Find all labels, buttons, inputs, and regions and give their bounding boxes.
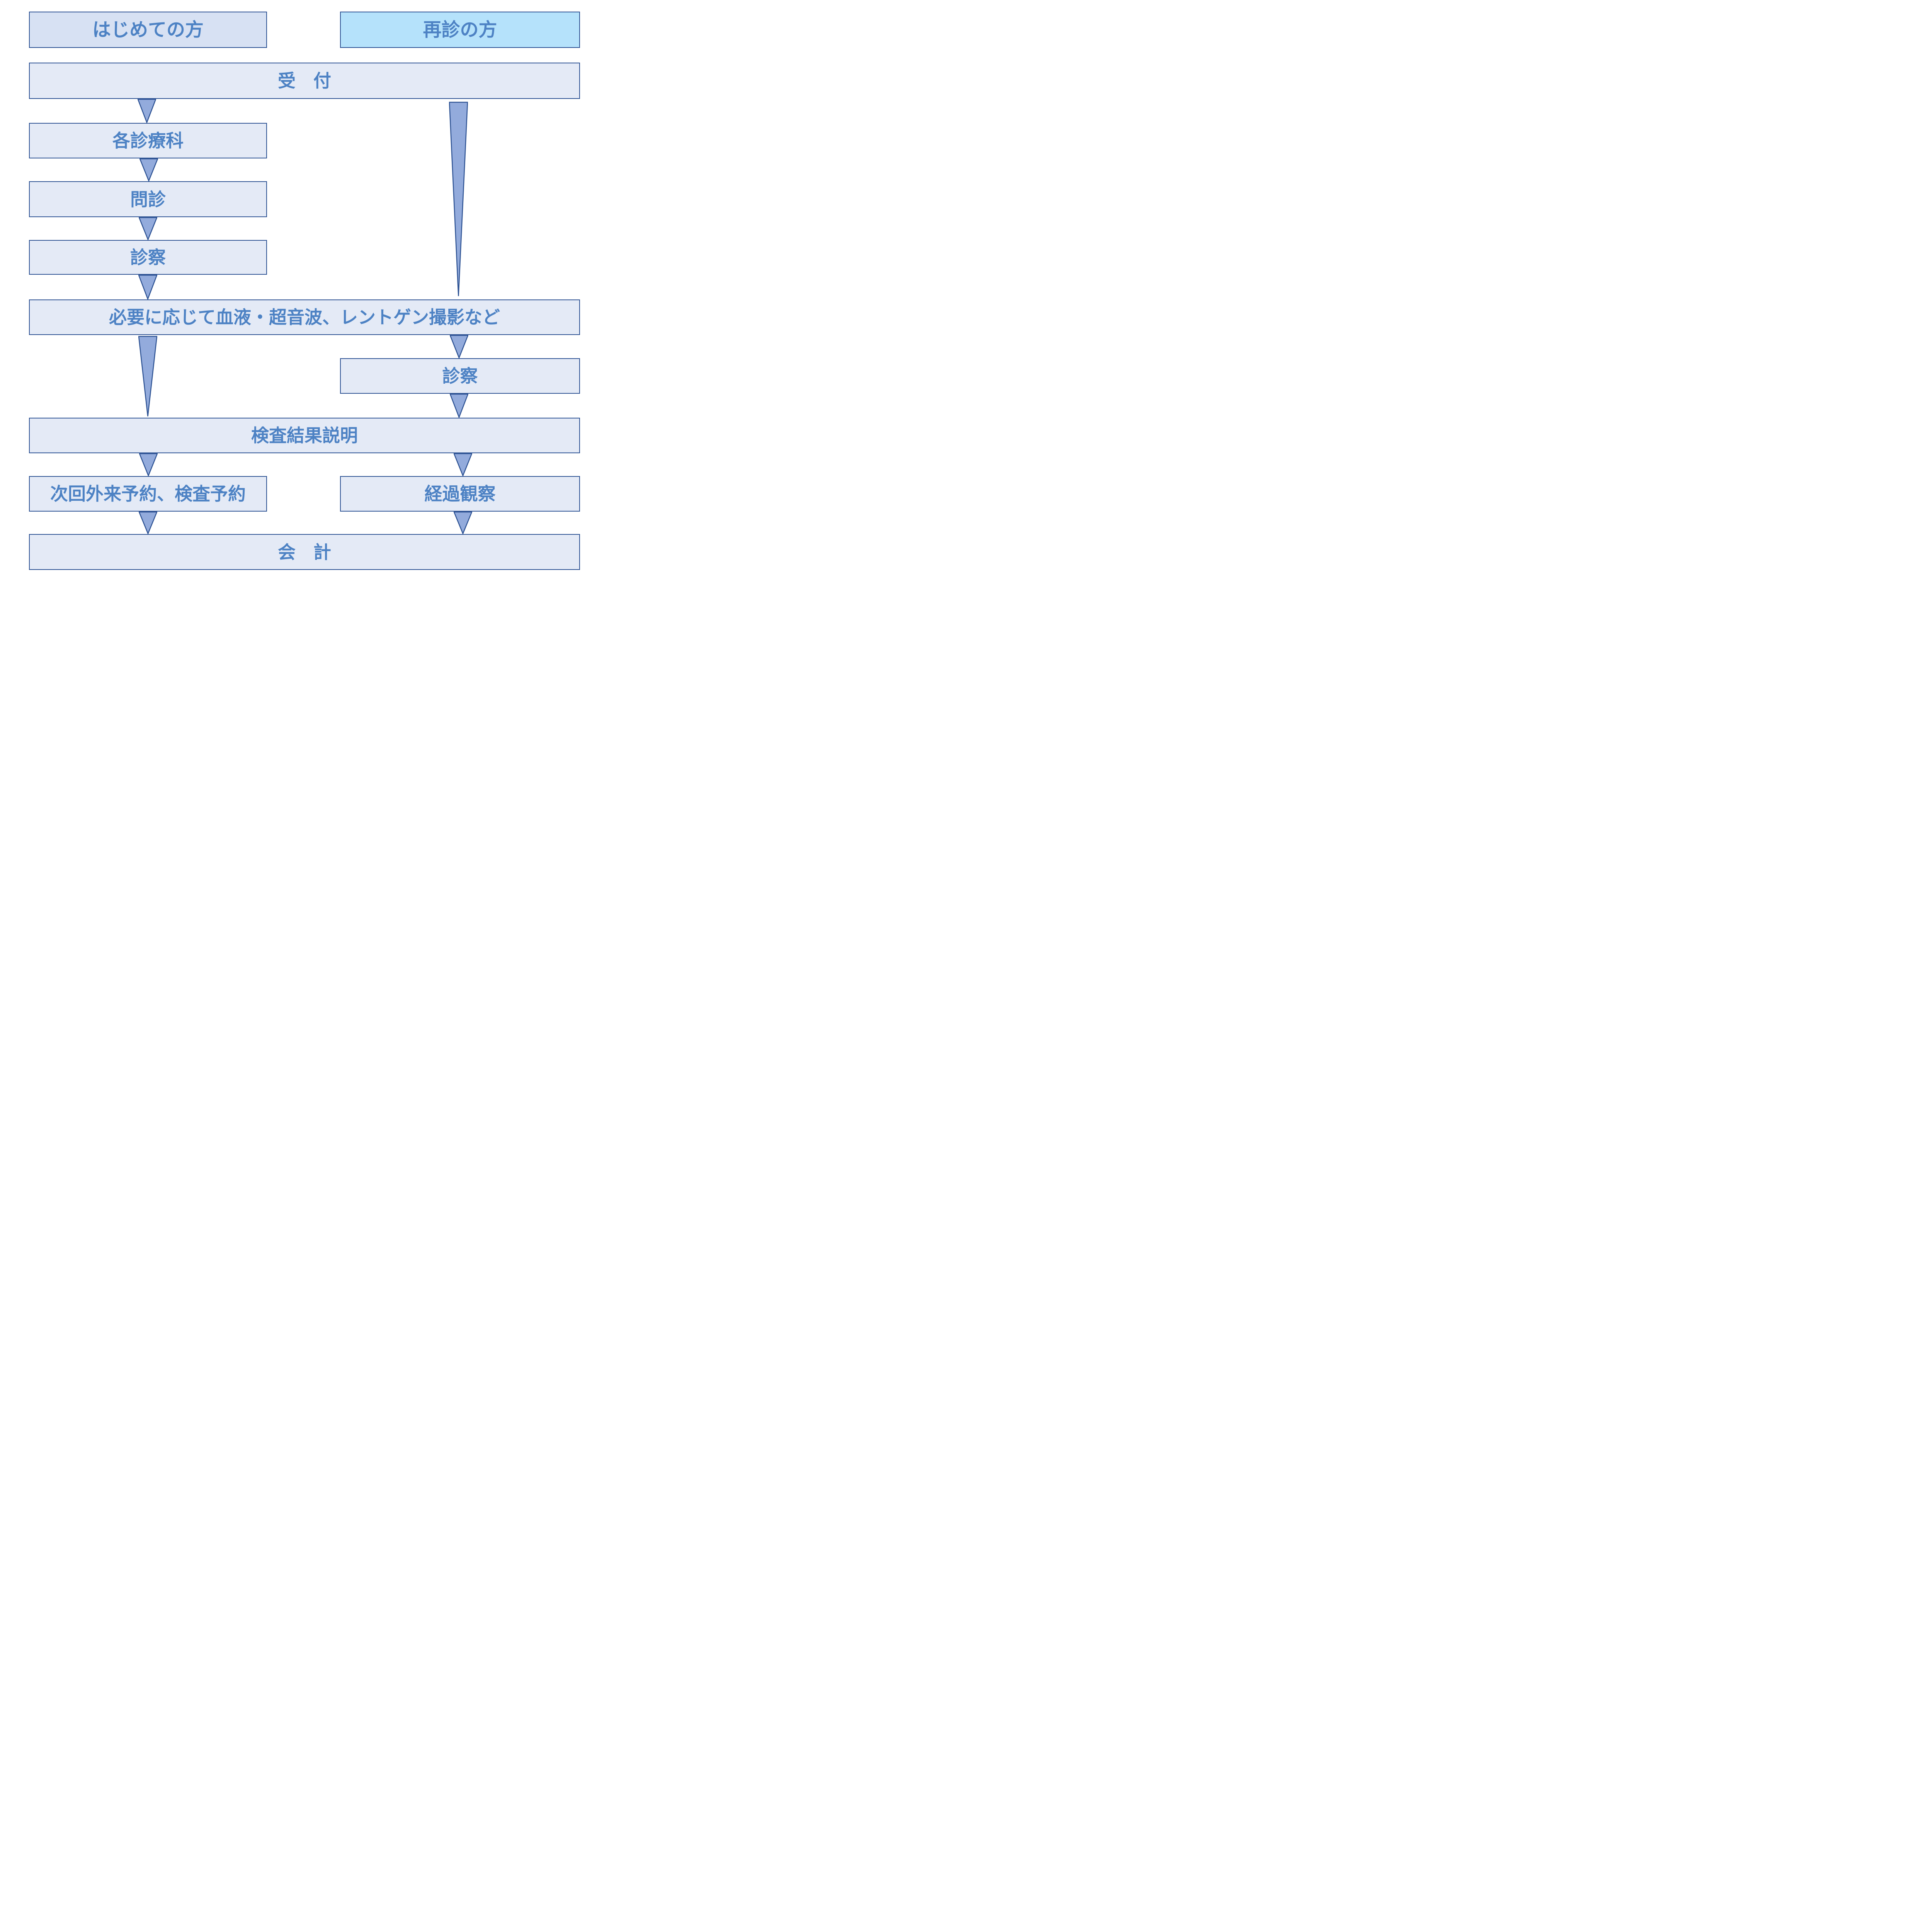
flow-box-reception-label: 受 付: [278, 70, 331, 91]
flow-box-test-results-label: 検査結果説明: [251, 425, 358, 446]
down-arrow-tests-to-examination-revisit-icon: [450, 335, 468, 358]
down-arrow-results-to-follow-up-icon: [454, 453, 472, 476]
flow-box-next-appointments-label: 次回外来予約、検査予約: [50, 483, 246, 504]
down-arrow-next-appointments-to-checkout-icon: [139, 512, 157, 534]
header-revisit-label: 再診の方: [423, 19, 497, 41]
header-first-visit: はじめての方: [29, 12, 267, 48]
flow-box-tests: 必要に応じて血液・超音波、レントゲン撮影など: [29, 299, 580, 335]
flow-box-interview-label: 問診: [130, 189, 166, 210]
flow-box-departments-label: 各診療科: [112, 130, 184, 151]
flow-box-examination-first-label: 診察: [130, 247, 166, 268]
patient-flow-diagram: はじめての方 再診の方 受 付 各診療科 問診 診察 必要に応じて血液・超音波、…: [0, 0, 602, 602]
flow-box-checkout: 会 計: [29, 534, 580, 570]
flow-box-examination-revisit-label: 診察: [442, 366, 478, 386]
down-arrow-reception-to-departments-icon: [138, 99, 156, 123]
flow-box-next-appointments: 次回外来予約、検査予約: [29, 476, 267, 512]
down-arrow-examination-revisit-to-results-icon: [450, 394, 468, 418]
down-arrow-tests-to-results-icon: [138, 335, 157, 418]
down-arrow-departments-to-interview-icon: [139, 158, 158, 181]
down-arrow-results-to-next-appointments-icon: [139, 453, 158, 476]
flow-box-examination-first: 診察: [29, 240, 267, 275]
down-arrow-follow-up-to-checkout-icon: [454, 512, 472, 534]
down-arrow-reception-to-tests-revisit-icon: [449, 99, 468, 299]
flow-box-checkout-label: 会 計: [278, 541, 331, 563]
down-arrow-interview-to-examination-icon: [139, 217, 157, 240]
flow-box-tests-label: 必要に応じて血液・超音波、レントゲン撮影など: [109, 307, 500, 328]
flow-box-interview: 問診: [29, 181, 267, 217]
flow-box-examination-revisit: 診察: [340, 358, 580, 394]
flow-box-departments: 各診療科: [29, 123, 267, 158]
flow-box-reception: 受 付: [29, 63, 580, 99]
down-arrow-examination-to-tests-icon: [138, 275, 157, 299]
flow-box-follow-up-label: 経過観察: [424, 483, 496, 504]
flow-box-follow-up: 経過観察: [340, 476, 580, 512]
flow-box-test-results: 検査結果説明: [29, 418, 580, 453]
header-first-visit-label: はじめての方: [92, 19, 204, 41]
header-revisit: 再診の方: [340, 12, 580, 48]
